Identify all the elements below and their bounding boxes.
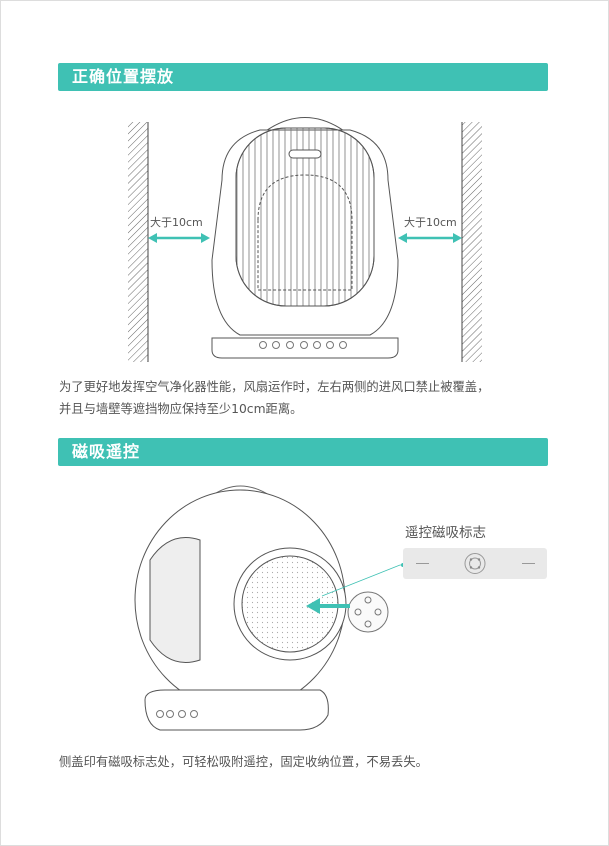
placement-description-line-1: 为了更好地发挥空气净化器性能，风扇运作时，左右两侧的进风口禁止被覆盖， — [59, 380, 490, 394]
attach-arrow — [306, 563, 405, 614]
magnetic-mark-icon — [416, 553, 535, 574]
magnetic-remote-description: 侧盖印有磁吸标志处，可轻松吸附遥控，固定收纳位置，不易丢失。 — [59, 755, 428, 769]
left-distance-label: 大于10cm — [150, 216, 203, 229]
left-distance-arrow — [148, 233, 210, 243]
section-header-magnetic-remote: 磁吸遥控 — [58, 438, 548, 466]
right-wall — [461, 122, 482, 362]
fan-front-view — [211, 117, 399, 359]
fan-side-view — [134, 485, 347, 731]
placement-description-line-2: 并且与墙壁等遮挡物应保持至少10cm距离。 — [59, 402, 303, 416]
left-wall — [128, 122, 149, 362]
magnetic-mark-panel — [403, 548, 547, 579]
section-header-placement: 正确位置摆放 — [58, 63, 548, 91]
magnetic-mark-label: 遥控磁吸标志 — [405, 525, 486, 541]
remote-control — [347, 591, 389, 633]
right-distance-arrow — [398, 233, 462, 243]
right-distance-label: 大于10cm — [404, 216, 457, 229]
